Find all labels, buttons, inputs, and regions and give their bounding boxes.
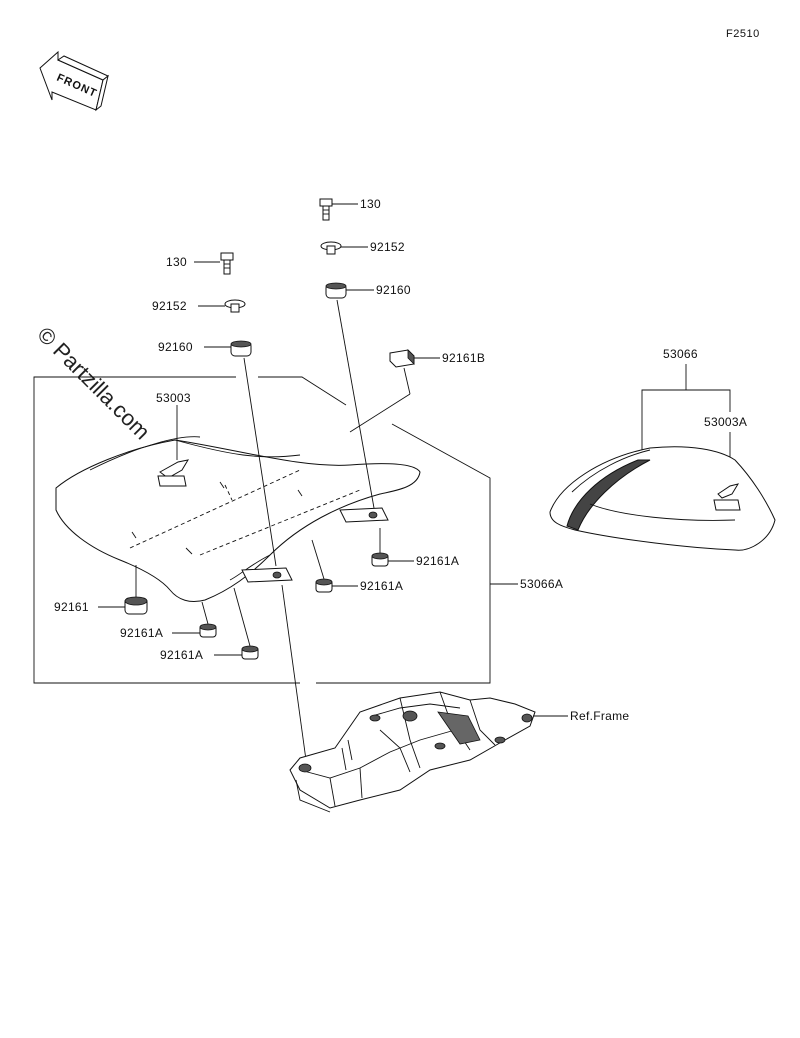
front-arrow-icon: FRONT	[39, 50, 109, 112]
pad-bottom-a	[241, 645, 259, 660]
pad-center-a	[315, 578, 333, 593]
label-seat-front-tag: 53003	[156, 391, 191, 405]
label-bolt-left: 130	[166, 255, 187, 269]
pad-right-a	[371, 552, 389, 567]
label-pad-left-a: 92161A	[120, 626, 163, 640]
bolt-left	[220, 252, 234, 275]
label-damper-right: 92160	[376, 283, 411, 297]
label-pad-right-a: 92161A	[416, 554, 459, 568]
washer-left	[224, 299, 246, 313]
rear-seat	[549, 446, 776, 551]
damper-right	[325, 282, 347, 299]
label-damper-left: 92160	[158, 340, 193, 354]
damper-top	[389, 349, 415, 368]
pad-left-a	[199, 623, 217, 638]
watermark: © Partzilla.com	[32, 322, 155, 445]
pad-left	[124, 596, 148, 615]
washer-right	[320, 241, 342, 255]
bolt-right	[319, 198, 333, 221]
label-bolt-right: 130	[360, 197, 381, 211]
label-seat-assembly: 53066A	[520, 577, 563, 591]
label-washer-right: 92152	[370, 240, 405, 254]
frame	[289, 691, 536, 813]
label-rear-seat-tag: 53003A	[704, 415, 747, 429]
label-pad-center-a: 92161A	[360, 579, 403, 593]
label-damper-top: 92161B	[442, 351, 485, 365]
label-pad-bottom-a: 92161A	[160, 648, 203, 662]
label-pad-left: 92161	[54, 600, 89, 614]
front-seat	[55, 436, 421, 603]
label-washer-left: 92152	[152, 299, 187, 313]
label-rear-seat: 53066	[663, 347, 698, 361]
damper-left	[230, 340, 252, 357]
label-frame-ref: Ref.Frame	[570, 709, 629, 723]
diagram-code: F2510	[726, 28, 760, 40]
